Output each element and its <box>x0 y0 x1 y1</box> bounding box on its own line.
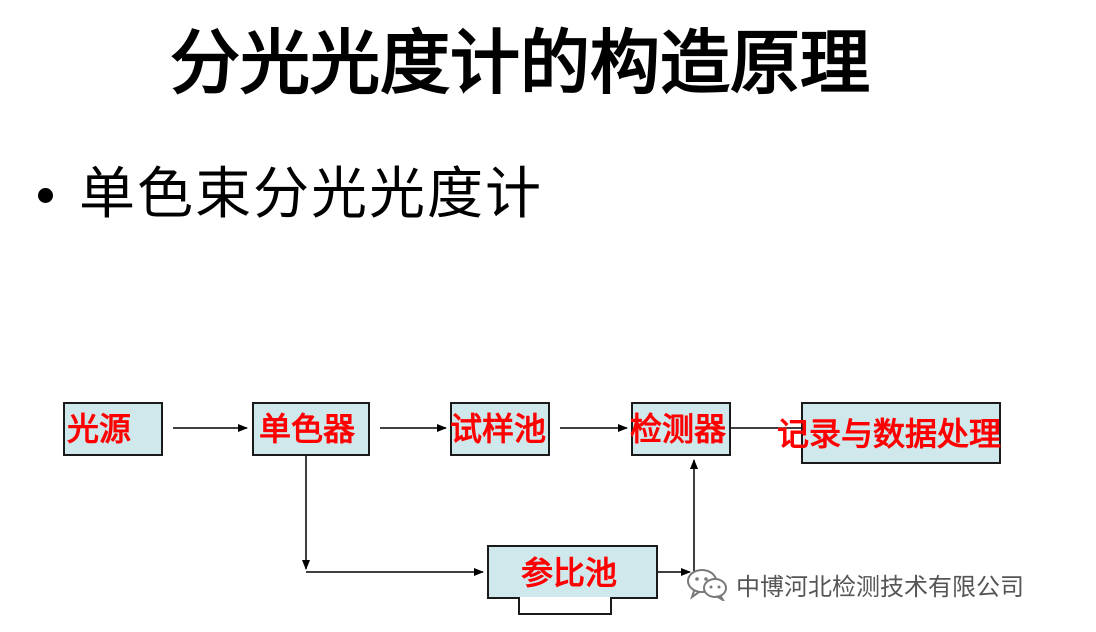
label-light-source: 光源 <box>67 410 132 448</box>
box-light-source <box>63 402 163 456</box>
bullet-text: 单色束分光光度计 <box>79 162 543 227</box>
wechat-icon <box>687 569 727 601</box>
watermark-text: 中博河北检测技术有限公司 <box>736 572 1024 601</box>
label-detector: 检测器 <box>630 410 727 448</box>
watermark: 中博河北检测技术有限公司 <box>686 562 1024 606</box>
box-reference-cell <box>487 545 658 599</box>
reference-shadow <box>518 597 612 615</box>
box-monochromator <box>252 402 370 456</box>
label-sample-cell: 试样池 <box>450 410 547 448</box>
label-monochromator: 单色器 <box>259 410 356 448</box>
label-reference-cell: 参比池 <box>521 554 618 592</box>
box-detector <box>631 402 731 456</box>
box-recorder <box>801 402 1001 464</box>
slide-title: 分光光度计的构造原理 <box>170 22 870 104</box>
label-recorder: 记录与数据处理 <box>777 415 1002 453</box>
bullet-item: 单色束分光光度计 <box>38 155 543 235</box>
bullet-dot <box>38 187 53 203</box>
box-sample-cell <box>450 402 550 456</box>
